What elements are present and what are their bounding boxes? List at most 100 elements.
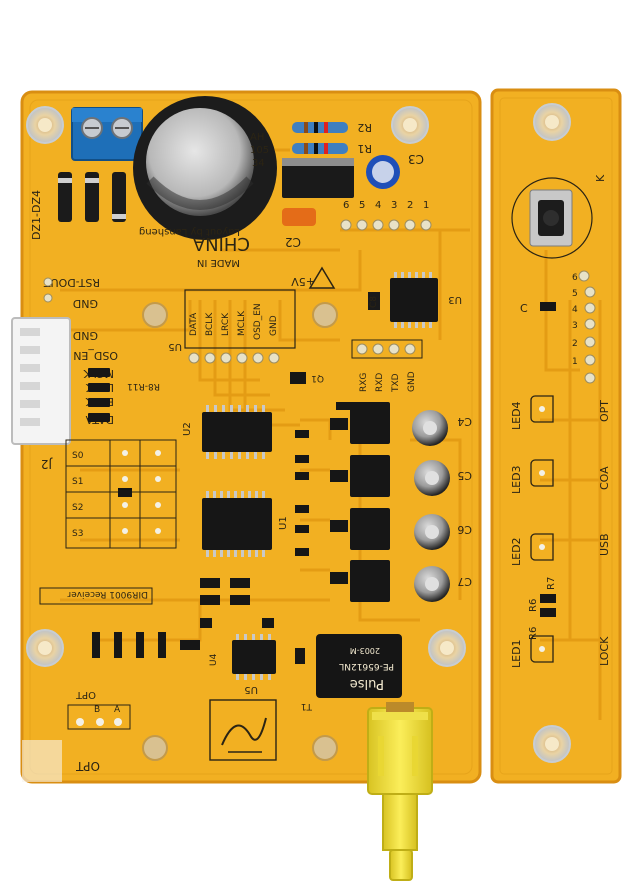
- k-label: K: [594, 174, 607, 182]
- side-cap: [540, 302, 556, 311]
- chip-u3: [390, 272, 438, 328]
- side-header: 6 5 4 3 2 1: [572, 270, 596, 384]
- side-pin-2: 2: [572, 339, 578, 349]
- voltage-regulator: [282, 158, 354, 198]
- c2-label: C2: [285, 235, 301, 249]
- hdr-bclk: BCLK: [205, 312, 215, 336]
- side-pin-4: 4: [572, 305, 578, 315]
- opamp-row-4: [330, 560, 450, 602]
- c8-label: C8: [369, 296, 379, 308]
- main-capacitor: AH 105 34: [133, 96, 277, 240]
- led1-label: LED1: [510, 639, 523, 668]
- pulse-code: 2003-M: [350, 646, 380, 655]
- led3-label: LED3: [510, 465, 523, 494]
- top-header-5: 5: [359, 200, 365, 211]
- hdr-gnd: GND: [269, 315, 279, 336]
- china-label: CHINA: [192, 233, 250, 254]
- t1-label: T1: [301, 701, 313, 711]
- mounting-holes: [26, 106, 466, 761]
- u1-label: U1: [278, 516, 289, 530]
- capacitor-c2: [282, 208, 316, 226]
- i2s-header: DATA BCLK LRCK MCLK OSD_EN GND U5: [168, 289, 296, 364]
- capacitor-c3: [366, 155, 400, 189]
- q1-label: Q1: [311, 373, 324, 383]
- smd-resistors: [118, 430, 309, 605]
- opt-input: B A OPT OPT: [67, 689, 131, 773]
- pulse-part: PE-65612NL: [339, 661, 394, 671]
- c3-label: C3: [408, 152, 424, 166]
- u4-label: U4: [209, 653, 219, 666]
- screw-terminal: [71, 107, 143, 161]
- rca-connector: [367, 702, 433, 881]
- c-side-label: C: [520, 302, 528, 315]
- opt-label-main: OPT: [75, 689, 96, 700]
- r1-label: R1: [357, 142, 372, 155]
- receiver-label: DIR9001 Receiver: [67, 589, 148, 599]
- uart-gnd: GND: [407, 371, 417, 392]
- resistors-r1-r2: [292, 122, 348, 154]
- ch-b-label: B: [94, 705, 100, 715]
- jumper-s2: S2: [72, 503, 83, 513]
- led2-label: LED2: [510, 537, 523, 566]
- c5-label: C5: [457, 469, 472, 482]
- pulse-transformer: Pulse PE-65612NL 2003-M: [316, 634, 402, 698]
- made-in-label: MADE IN: [197, 257, 240, 268]
- tactile-button: [529, 189, 573, 247]
- r8-r11-label: R8-R11: [127, 381, 160, 391]
- chip-u1: [202, 491, 272, 557]
- r6-label: R6: [528, 599, 539, 612]
- jumper-s1: S1: [72, 477, 83, 487]
- capacitor-c8: [368, 292, 380, 310]
- j2-connector: [11, 317, 71, 445]
- chip-u4: [232, 634, 276, 680]
- layout-credit: Layout by Lansheng: [139, 226, 240, 237]
- uart-header: RXG RXD TXD GND: [351, 339, 423, 393]
- gnd-top-label: GND: [73, 297, 98, 310]
- r2-label: R2: [357, 121, 372, 134]
- c7-label: C7: [457, 575, 472, 588]
- osd-en-label: OSD_EN: [73, 349, 118, 362]
- j2-label: J2: [41, 457, 53, 471]
- side-pin-1: 1: [572, 357, 578, 367]
- opt-side-label: OPT: [598, 400, 611, 422]
- ch-a-label: A: [114, 705, 121, 715]
- resistors-r8-r11: [88, 368, 110, 422]
- hdr-lrck: LRCK: [221, 312, 231, 336]
- top-header-3: 3: [391, 200, 397, 211]
- opamp-row-1: [330, 402, 448, 446]
- brand-logo: [209, 699, 277, 761]
- cap-code-2: 105: [250, 145, 269, 156]
- rectifier-diodes: [58, 172, 126, 222]
- jumper-s3: S3: [72, 529, 83, 539]
- r7-label: R7: [546, 577, 557, 590]
- warning-icon: [308, 266, 336, 289]
- side-board: K C 6 5 4 3 2 1 LE: [490, 88, 622, 784]
- chip-u2: [202, 405, 272, 459]
- u5b-label: U5: [244, 684, 258, 695]
- resistor-r7: [540, 594, 556, 603]
- receiver-box: [39, 587, 153, 605]
- opamp-row-2: [330, 455, 450, 497]
- main-board: DZ1-DZ4 AH 105 34 R2 R1: [11, 90, 482, 784]
- c6-label: C6: [457, 523, 472, 536]
- usb-side-label: USB: [598, 533, 611, 556]
- uart-rxg: RXG: [359, 373, 369, 392]
- opamp-row-3: [330, 508, 450, 550]
- top-header: 6 5 4 3 2 1: [340, 200, 432, 231]
- transistor-q1: [290, 372, 306, 384]
- top-header-1: 1: [423, 200, 429, 211]
- top-header-4: 4: [375, 200, 381, 211]
- uart-rxd: RXD: [375, 373, 385, 392]
- gnd-mid-label: GND: [73, 329, 98, 342]
- cap-code-1: AH: [250, 132, 264, 143]
- side-pin-3: 3: [572, 321, 578, 331]
- uart-txd: TXD: [391, 373, 401, 393]
- top-header-2: 2: [407, 200, 413, 211]
- plus5v-label: +5V: [291, 275, 315, 288]
- pulse-brand: Pulse: [350, 676, 384, 691]
- jumper-s0: S0: [72, 451, 84, 461]
- hdr-data: DATA: [189, 312, 199, 336]
- cap-code-3: 34: [252, 158, 265, 169]
- top-header-6: 6: [343, 200, 349, 211]
